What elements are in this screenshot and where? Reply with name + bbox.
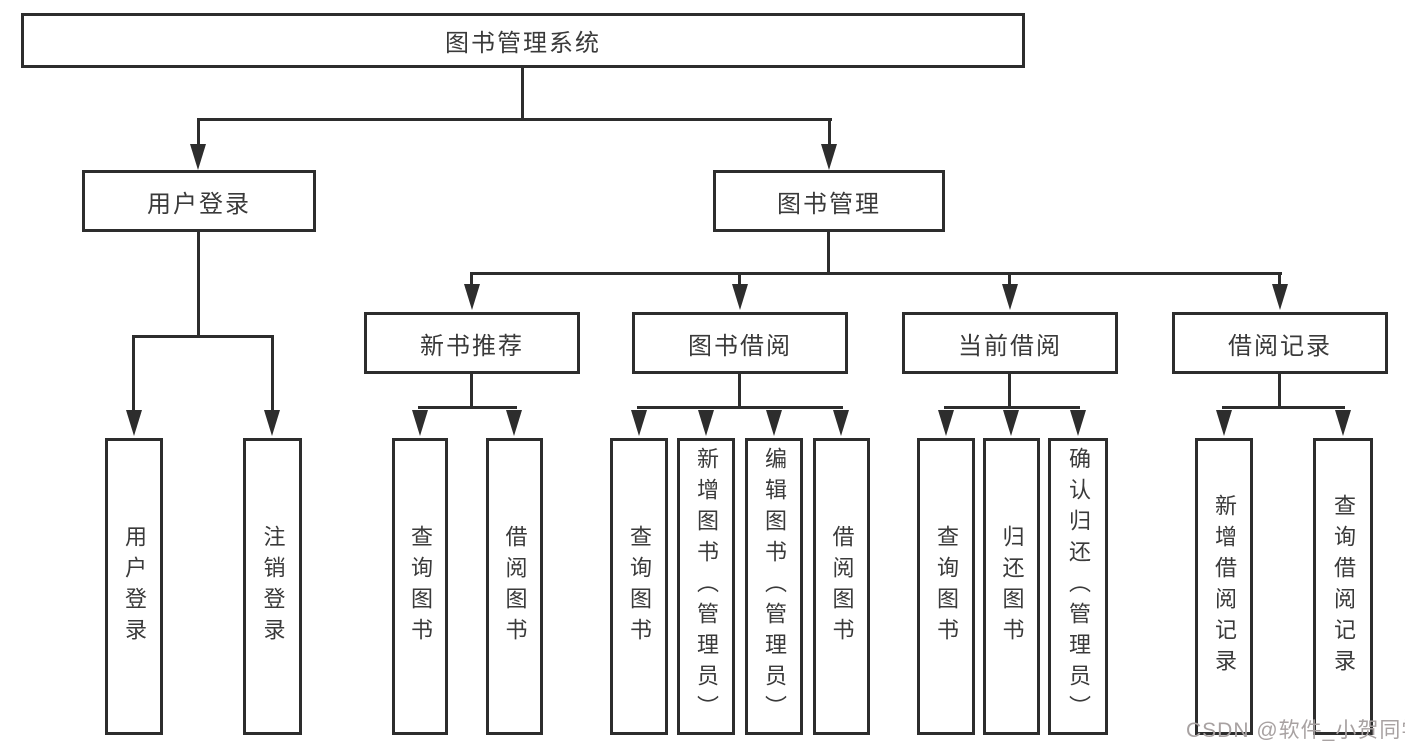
node-book-management: 图书管理 [713,170,945,232]
node-label: 图书借阅 [688,332,792,360]
connector-shaft [271,335,274,412]
arrow-down-icon [1003,410,1019,436]
node-leaf-confirm-return-admin: 确认归还（管理员） [1048,438,1108,735]
arrow-down-icon [938,410,954,436]
node-label: 借阅图书 [829,524,855,649]
node-label: 新增图书（管理员） [694,447,719,726]
arrow-down-icon [698,410,714,436]
node-borrow-records: 借阅记录 [1172,312,1388,374]
node-leaf-add-book-admin: 新增图书（管理员） [677,438,735,735]
node-label: 归还图书 [999,524,1025,649]
connector-user-login-stem [197,232,200,335]
node-leaf-return-book: 归还图书 [983,438,1040,735]
node-leaf-borrow-book-recommend: 借阅图书 [486,438,543,735]
arrow-down-icon [631,410,647,436]
arrow-down-icon [732,284,748,310]
arrow-down-icon [190,144,206,170]
connector-shaft [1278,272,1281,288]
watermark-text: CSDN @软件_小贺同学 [1186,719,1405,742]
arrow-down-icon [264,410,280,436]
node-label: 确认归还（管理员） [1066,447,1091,726]
connector-stem [738,374,741,406]
node-leaf-query-book-current: 查询图书 [917,438,975,735]
node-leaf-user-login: 用户登录 [105,438,163,735]
arrow-down-icon [766,410,782,436]
node-new-book-recommend: 新书推荐 [364,312,580,374]
arrow-down-icon [1070,410,1086,436]
node-library-management-system: 图书管理系统 [21,13,1025,68]
connector-book-mgmt-bar [470,272,1282,275]
connector-user-login-bar [132,335,274,338]
connector-shaft [470,272,473,288]
connector-shaft [738,272,741,288]
arrow-down-icon [1002,284,1018,310]
connector-bar [637,406,843,409]
connector-stem [1008,374,1011,406]
node-leaf-query-book-recommend: 查询图书 [392,438,448,735]
node-label: 当前借阅 [958,332,1062,360]
node-label: 图书管理系统 [445,30,601,57]
node-label: 借阅图书 [502,524,528,649]
node-leaf-borrow-book-borrowing: 借阅图书 [813,438,870,735]
arrow-down-icon [1272,284,1288,310]
node-label: 用户登录 [122,524,147,649]
arrow-down-icon [506,410,522,436]
node-book-borrowing: 图书借阅 [632,312,848,374]
connector-root-stem [521,68,524,118]
connector-user-login-shaft [197,118,200,146]
node-label: 用户登录 [147,190,251,218]
connector-bar [944,406,1080,409]
node-leaf-query-book-borrowing: 查询图书 [610,438,668,735]
node-label: 图书管理 [777,190,881,218]
node-label: 新书推荐 [420,332,524,360]
connector-bar [418,406,517,409]
node-label: 注销登录 [260,524,286,649]
connector-root-bar [197,118,832,121]
arrow-down-icon [126,410,142,436]
arrow-down-icon [464,284,480,310]
connector-book-mgmt-shaft [828,118,831,146]
node-label: 借阅记录 [1228,332,1332,360]
node-leaf-logout: 注销登录 [243,438,302,735]
node-label: 新增借阅记录 [1212,493,1237,680]
arrow-down-icon [833,410,849,436]
node-leaf-add-borrow-record: 新增借阅记录 [1195,438,1253,735]
node-user-login: 用户登录 [82,170,316,232]
connector-shaft [1008,272,1011,288]
connector-stem [470,374,473,406]
arrow-down-icon [1335,410,1351,436]
node-current-borrowing: 当前借阅 [902,312,1118,374]
node-label: 编辑图书（管理员） [762,447,787,726]
arrow-down-icon [821,144,837,170]
arrow-down-icon [1216,410,1232,436]
connector-book-mgmt-stem [827,232,830,272]
node-label: 查询图书 [408,524,433,649]
node-leaf-edit-book-admin: 编辑图书（管理员） [745,438,803,735]
connector-shaft [132,335,135,412]
connector-stem [1278,374,1281,406]
node-label: 查询图书 [934,524,959,649]
arrow-down-icon [412,410,428,436]
connector-bar [1222,406,1345,409]
node-leaf-query-borrow-record: 查询借阅记录 [1313,438,1373,735]
node-label: 查询借阅记录 [1331,493,1356,680]
node-label: 查询图书 [627,524,652,649]
